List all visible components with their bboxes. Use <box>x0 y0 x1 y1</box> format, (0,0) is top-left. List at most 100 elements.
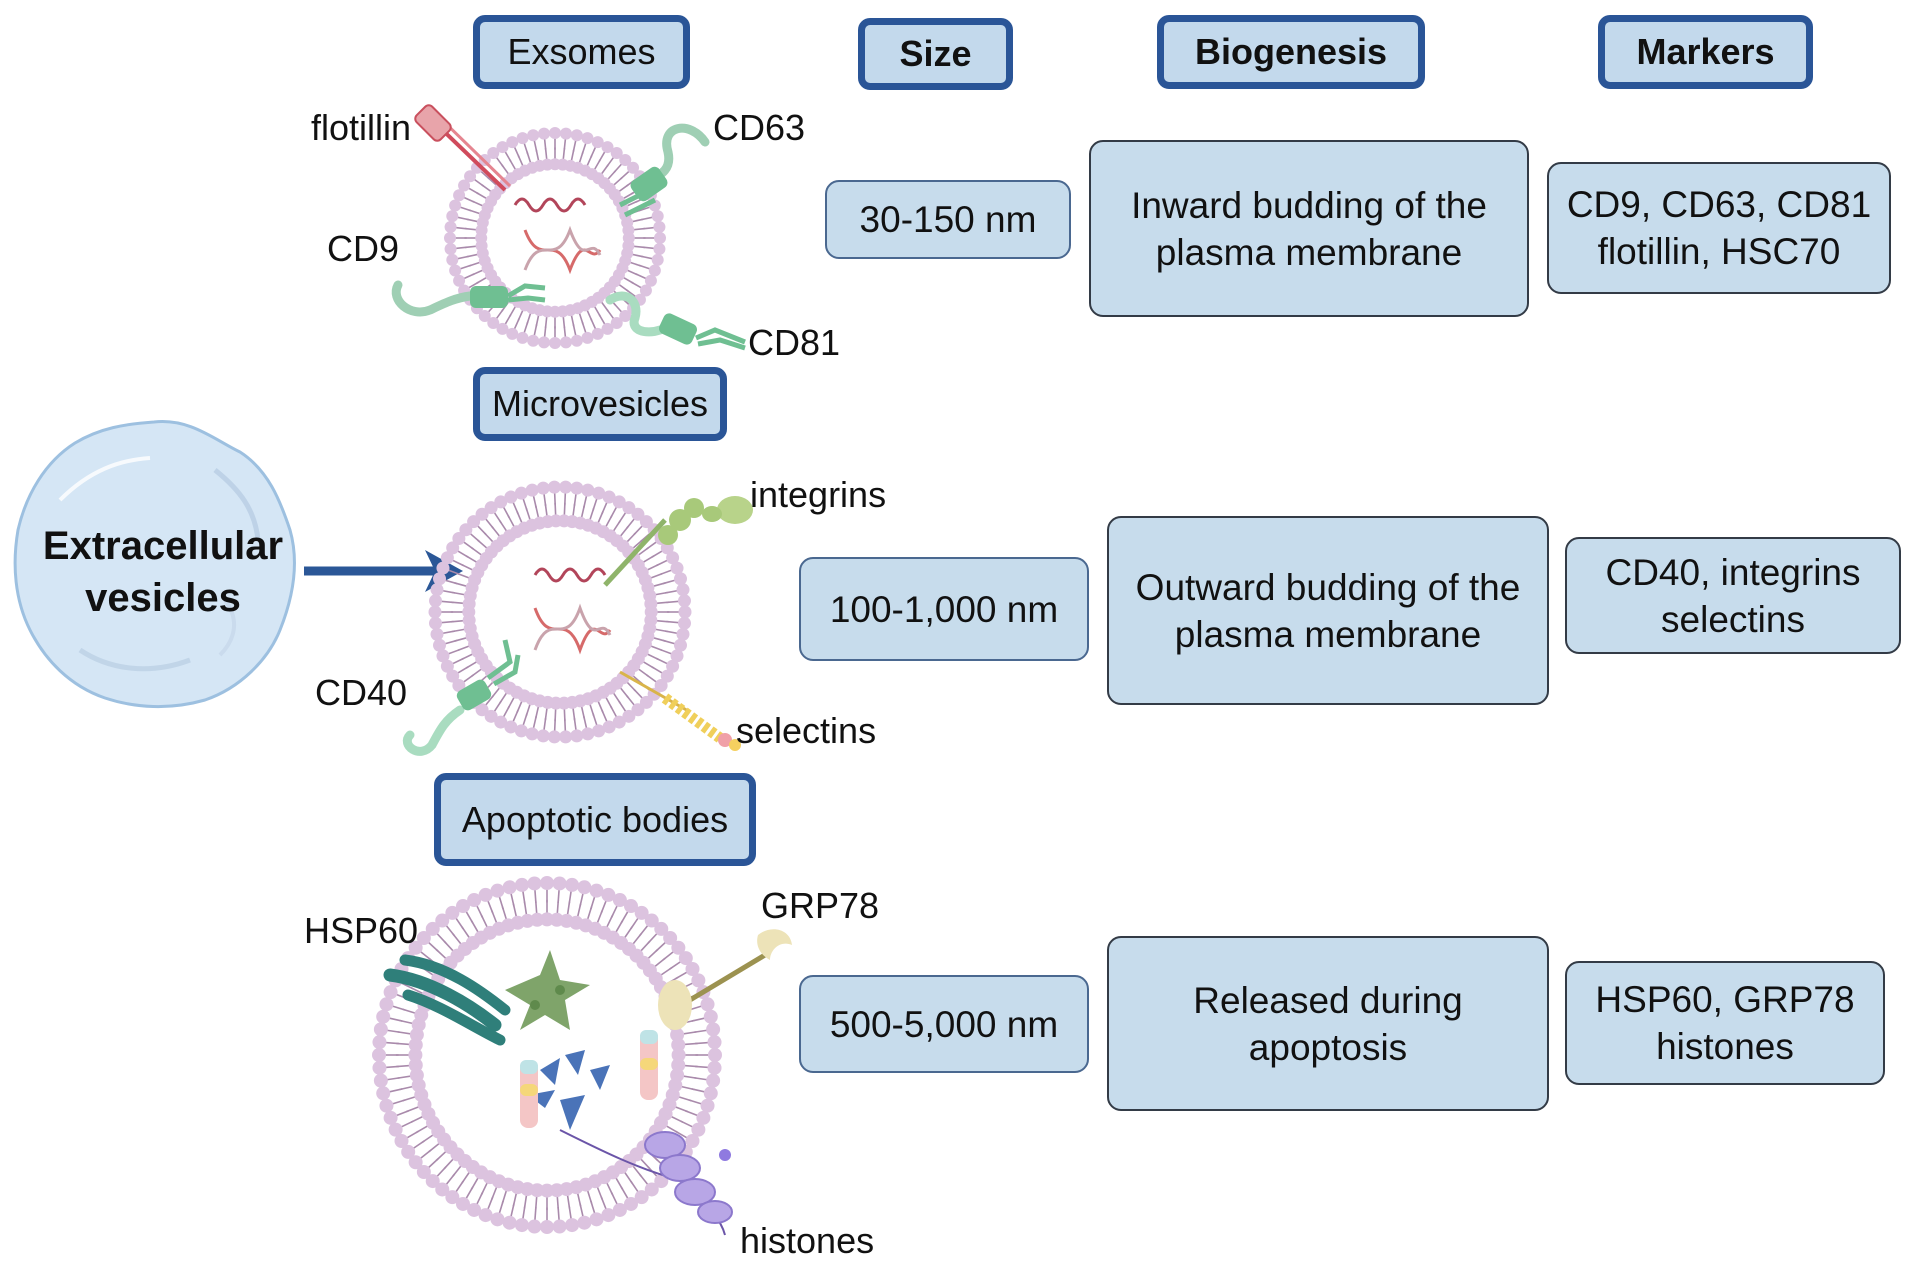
lipid-head <box>453 189 466 202</box>
lipid-head <box>452 532 466 546</box>
lipid-head <box>444 242 457 255</box>
lipid-head <box>536 729 550 743</box>
lipid-head <box>379 1098 394 1113</box>
lipid-head <box>639 515 653 529</box>
lipid-head <box>677 616 691 630</box>
size-microvesicles-text: 100-1,000 nm <box>829 588 1059 630</box>
lipid-head <box>527 876 542 891</box>
lipid-head <box>514 1218 529 1233</box>
lipid-head <box>525 727 539 741</box>
label-hsp60: HSP60 <box>304 910 419 951</box>
lipid-head <box>651 253 664 266</box>
label-cd63: CD63 <box>713 107 806 148</box>
markers-apoptotic-line1: HSP60, GRP78 <box>1595 979 1855 1020</box>
lipid-head <box>670 649 684 663</box>
markers-microvesicles-line2: selectins <box>1661 598 1805 640</box>
lipid-head <box>612 893 627 908</box>
header-exosomes-label: Exsomes <box>507 31 656 72</box>
lipid-head <box>577 1215 592 1230</box>
integrins-icon <box>603 496 753 587</box>
lipid-head <box>559 127 572 140</box>
header-biogenesis: Biogenesis <box>1157 15 1425 89</box>
dna-helix-icon <box>523 225 602 275</box>
lipid-head <box>612 1202 627 1217</box>
lipid-head <box>624 899 638 914</box>
markers-exosomes: CD9, CD63, CD81 flotillin, HSC70 <box>1547 162 1891 294</box>
biogenesis-exosomes-line2: plasma membrane <box>1155 231 1463 273</box>
lipid-head <box>691 1122 706 1137</box>
lipid-head <box>446 541 460 555</box>
rna-strand-icon <box>533 567 607 583</box>
lipid-head <box>446 210 459 223</box>
markers-exosomes-line1: CD9, CD63, CD81 <box>1566 184 1872 225</box>
lipid-head <box>654 678 668 692</box>
lipid-head <box>549 1183 564 1198</box>
lipid-head <box>475 507 489 521</box>
lipid-head <box>449 264 462 277</box>
lipid-head <box>487 316 500 329</box>
markers-exosomes-line2: flotillin, HSC70 <box>1597 231 1841 272</box>
lipid-head <box>383 1110 398 1125</box>
selectins-icon <box>619 670 741 751</box>
label-selectins: selectins <box>736 710 877 751</box>
lipid-head <box>514 724 528 738</box>
lipid-head <box>591 327 604 340</box>
lipid-head <box>622 501 636 515</box>
lipid-head <box>467 893 482 908</box>
label-grp78: GRP78 <box>761 885 880 926</box>
lipid-head <box>373 1022 388 1037</box>
ev-title-line1: Extracellular <box>42 524 284 568</box>
lipid-head <box>610 147 623 160</box>
lipid-head <box>540 912 554 927</box>
lipid-head <box>677 594 691 608</box>
lipid-head <box>639 284 652 297</box>
lipid-head <box>703 1086 718 1101</box>
lipid-head <box>591 136 604 149</box>
lipid-head <box>601 141 614 154</box>
biogenesis-microvesicles-line2: plasma membrane <box>1174 613 1482 655</box>
lipid-head <box>581 483 595 497</box>
lipid-head <box>707 1035 722 1050</box>
header-microvesicles: Microvesicles <box>473 367 727 441</box>
lipid-head <box>536 481 550 495</box>
lipid-head <box>440 659 454 673</box>
lipid-head <box>456 899 470 914</box>
lipid-head <box>589 1212 604 1227</box>
lipid-head <box>540 876 554 890</box>
lipid-head <box>631 507 645 521</box>
lipid-head <box>408 1058 423 1073</box>
biogenesis-apoptotic-line1: Released during <box>1193 979 1463 1021</box>
lipid-head <box>408 1155 423 1170</box>
lipid-head <box>644 913 659 928</box>
lipid-head <box>440 551 454 565</box>
lipid-head <box>602 490 616 504</box>
lipid-head <box>452 678 466 692</box>
lipid-head <box>589 883 604 898</box>
lipid-head <box>592 724 606 738</box>
lipid-head <box>408 940 423 955</box>
lipid-head <box>653 242 666 255</box>
lipid-head <box>666 659 680 673</box>
lipid-head <box>706 1073 721 1088</box>
lipid-head <box>444 232 456 244</box>
lipid-head <box>449 199 462 212</box>
lipid-head <box>484 709 498 723</box>
label-cd40: CD40 <box>315 672 408 713</box>
lipid-head <box>388 1122 403 1137</box>
dna-helix-icon <box>533 603 612 655</box>
lipid-head <box>446 253 459 266</box>
lipid-head <box>549 127 561 139</box>
lipid-head <box>634 905 649 920</box>
lipid-head <box>570 334 583 347</box>
lipid-head <box>552 1219 567 1234</box>
lipid-head <box>624 1196 638 1211</box>
lipid-head <box>654 921 669 936</box>
lipid-head <box>559 730 573 744</box>
lipid-head <box>496 322 509 335</box>
lipid-head <box>527 129 540 142</box>
lipid-head <box>372 1035 387 1050</box>
lipid-head <box>651 210 664 223</box>
lipid-head <box>459 523 473 537</box>
lipid-head <box>478 887 493 902</box>
